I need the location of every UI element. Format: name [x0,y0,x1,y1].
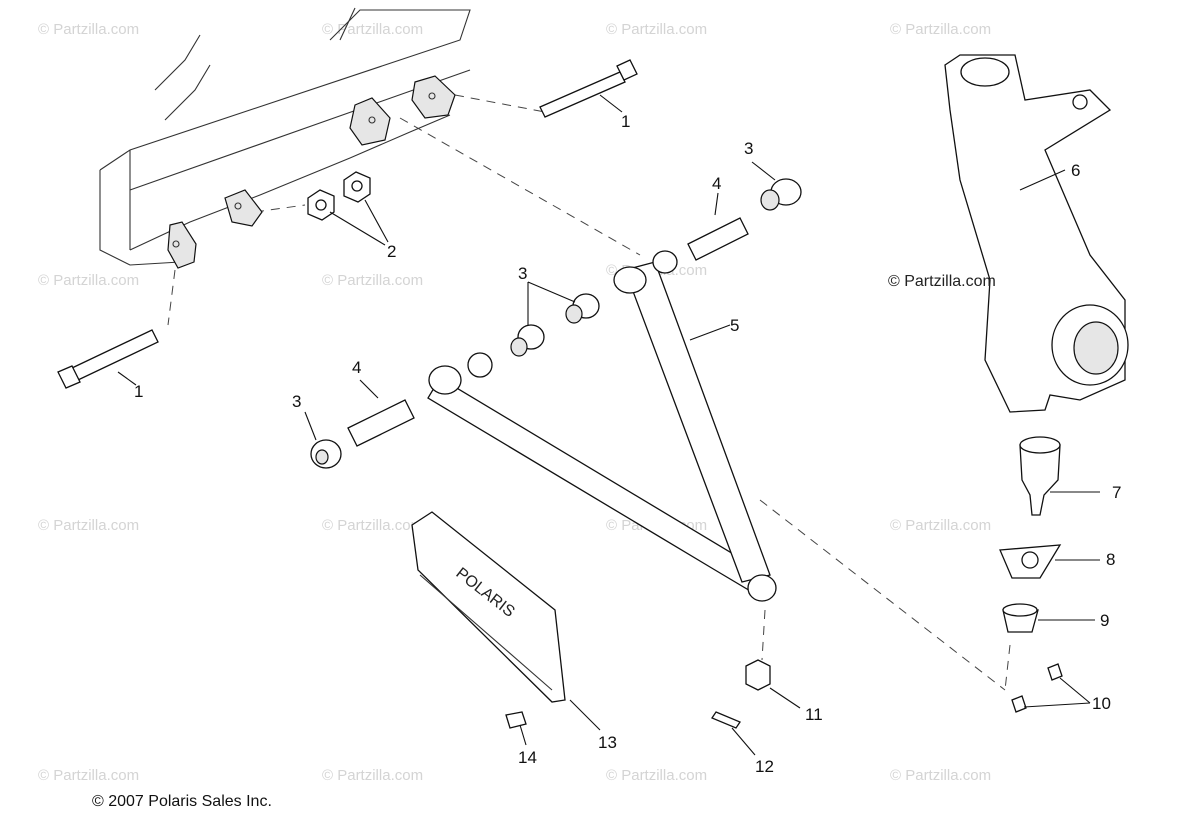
callout-numbers: 1 1 2 3 3 3 4 4 5 6 7 8 9 10 11 12 13 14 [134,112,1121,776]
flange-plate [999,544,1062,579]
cap [1002,603,1039,633]
nut-pair [307,171,371,221]
skid-guard: POLARIS [411,511,566,703]
watermark: © Partzilla.com [322,517,423,534]
callout-3-left: 3 [292,392,301,411]
watermark: © Partzilla.com [890,21,991,38]
bolt-lower [57,329,159,389]
ball-joint [1019,436,1061,516]
watermark: © Partzilla.com [38,21,139,38]
callout-10: 10 [1092,694,1111,713]
callout-11: 11 [805,705,823,724]
assembly-lines [167,94,1011,691]
leader-lines [117,94,1100,756]
callout-12: 12 [755,757,774,776]
bushings [310,178,802,469]
sleeves [347,217,749,447]
bolt-upper [539,59,638,118]
callout-13: 13 [598,733,617,752]
callout-14: 14 [518,748,537,767]
callout-4-right: 4 [712,174,721,193]
watermark: © Partzilla.com [38,517,139,534]
push-rivet [505,711,527,729]
watermark: © Partzilla.com [606,767,707,784]
a-arm [427,250,777,602]
cotter-pin [711,711,741,729]
watermark: © Partzilla.com [606,21,707,38]
callout-1-upper: 1 [621,112,630,131]
watermark: © Partzilla.com [890,767,991,784]
watermark-layer: © Partzilla.com © Partzilla.com © Partzi… [38,21,991,784]
watermark: © Partzilla.com [322,272,423,289]
callout-5: 5 [730,316,739,335]
frame-section [99,7,471,269]
callout-3-right: 3 [744,139,753,158]
callout-8: 8 [1106,550,1115,569]
callout-4-left: 4 [352,358,361,377]
center-watermark: © Partzilla.com [888,273,996,290]
screws [1011,663,1063,713]
copyright-notice: © 2007 Polaris Sales Inc. [92,793,272,810]
steering-knuckle [944,54,1129,413]
nut [745,659,771,691]
watermark: © Partzilla.com [322,767,423,784]
callout-6: 6 [1071,161,1080,180]
watermark: © Partzilla.com [38,767,139,784]
watermark: © Partzilla.com [322,21,423,38]
callout-3-middle: 3 [518,264,527,283]
callout-9: 9 [1100,611,1109,630]
watermark: © Partzilla.com [890,517,991,534]
watermark: © Partzilla.com [38,272,139,289]
callout-7: 7 [1112,483,1121,502]
callout-1-lower: 1 [134,382,143,401]
callout-2: 2 [387,242,396,261]
